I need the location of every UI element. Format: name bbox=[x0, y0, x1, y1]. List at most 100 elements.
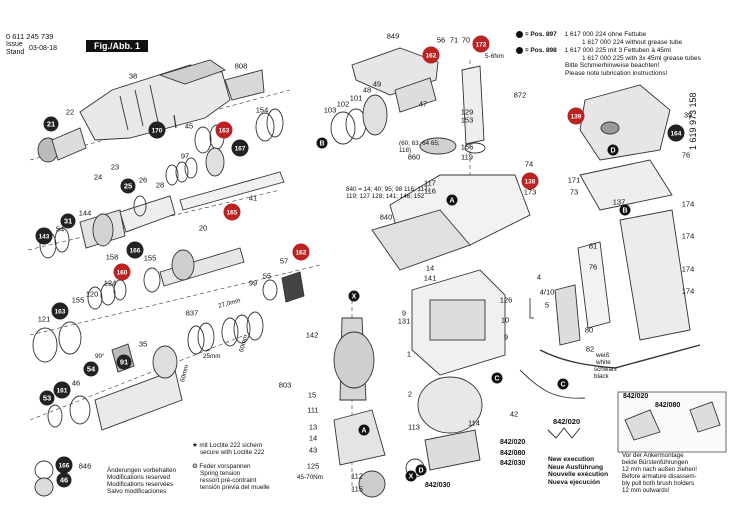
part-number-label: 24 bbox=[94, 173, 102, 182]
part-number-label: 846 bbox=[79, 462, 92, 471]
part-number-label: 1 bbox=[407, 350, 411, 359]
part-number-label: 141 bbox=[424, 274, 437, 283]
part-number-label: 803 bbox=[279, 381, 292, 390]
pos-842-stack: 842/020 842/080 842/030 bbox=[500, 438, 525, 470]
part-number-label: 73 bbox=[570, 188, 578, 197]
assembly-letter-label: C bbox=[494, 376, 499, 383]
part-number-label: 38 bbox=[129, 72, 137, 81]
part-number-label: 162 bbox=[296, 250, 307, 257]
part-callout: 48 bbox=[363, 86, 371, 95]
part-number-label: 102 bbox=[337, 100, 350, 109]
part-callout: 70 bbox=[462, 36, 470, 45]
torque-bottom: 45-70Nm bbox=[297, 474, 323, 481]
part-number-label: 81 bbox=[589, 242, 597, 251]
part-number-label: 26 bbox=[139, 176, 147, 185]
part-number-label: 35 bbox=[139, 340, 147, 349]
pos-842-080-stack: 842/080 bbox=[500, 449, 526, 457]
part-number-label: 121 bbox=[38, 315, 51, 324]
part-callout: 111 bbox=[307, 406, 318, 415]
new-execution-notes: New execution Neue Ausführung Nouvelle e… bbox=[548, 456, 609, 486]
part-callout: 57 bbox=[280, 257, 288, 266]
assembly-letter-label: B bbox=[319, 141, 324, 148]
part-number-label: 171 bbox=[568, 176, 581, 185]
grease-legend-item: = Pos. 897 1 617 000 224 ohne Fettube 1 … bbox=[516, 31, 682, 46]
grease-point-marker bbox=[292, 243, 310, 261]
part-callout: 76 bbox=[682, 151, 690, 160]
part-callout: 103 bbox=[324, 106, 337, 115]
part-callout: 49 bbox=[373, 80, 381, 89]
part-number-label: 163 bbox=[219, 128, 230, 135]
part-callout: 35 bbox=[139, 340, 147, 349]
part-callout: 31 bbox=[60, 213, 76, 229]
part-callout: 80 bbox=[585, 326, 593, 335]
part-callout: 143 bbox=[35, 227, 53, 245]
part-callout: 138 bbox=[521, 172, 539, 190]
part-number-label: 164 bbox=[671, 131, 682, 138]
part-number-label: 20 bbox=[199, 224, 207, 233]
part-callout: 76 bbox=[589, 263, 597, 272]
part-callout: 21 bbox=[43, 116, 59, 132]
part-callout: 113 bbox=[408, 423, 420, 432]
modification-notes: Änderungen vorbehalten Modifications res… bbox=[107, 467, 176, 495]
issue-date: 03-08-18 bbox=[29, 45, 58, 52]
part-number-label: 49 bbox=[373, 80, 381, 89]
part-callout: 46 bbox=[72, 379, 80, 388]
part-number-label: 156 bbox=[461, 143, 474, 152]
part-callout: 174 bbox=[682, 287, 695, 296]
part-number-label: 155 bbox=[72, 296, 85, 305]
part-number-label: 162 bbox=[426, 53, 437, 60]
part-number-label: 125 bbox=[307, 462, 320, 471]
dim-25mm: 25mm bbox=[203, 353, 221, 360]
grease-point-marker bbox=[35, 227, 53, 245]
part-callout: 158 bbox=[106, 253, 119, 262]
part-callout: 172 bbox=[472, 35, 490, 53]
part-number-label: 154 bbox=[256, 106, 269, 115]
assembly-letter-marker: C bbox=[557, 378, 569, 390]
part-number-label: 163 bbox=[55, 309, 66, 316]
part-number-label: 2 bbox=[408, 390, 412, 399]
part-number-label: 54 bbox=[87, 365, 96, 374]
part-callout: 165 bbox=[223, 203, 241, 221]
assembly-letter-marker: X bbox=[348, 290, 360, 302]
part-callout: 840 bbox=[380, 213, 393, 222]
star-icon: ★ bbox=[192, 442, 200, 449]
part-callout: 155 bbox=[144, 254, 157, 263]
part-number-label: 97 bbox=[181, 152, 189, 161]
part-callout: 155 bbox=[72, 296, 85, 305]
part-callout: 803 bbox=[279, 381, 292, 390]
part-number-label: 14 bbox=[309, 434, 317, 443]
part-callout: 162 bbox=[292, 243, 310, 261]
part-callout: 174 bbox=[682, 232, 695, 241]
wire-white: weiß white bbox=[596, 352, 611, 366]
part-number-label: 849 bbox=[387, 32, 400, 41]
part-number-label: 55 bbox=[263, 272, 271, 281]
part-number-label: 43 bbox=[309, 446, 317, 455]
grease-point-marker bbox=[472, 35, 490, 53]
part-number-label: 113 bbox=[408, 423, 420, 432]
assembly-letter-marker: D bbox=[415, 464, 427, 476]
part-callout: 112 bbox=[351, 472, 363, 481]
part-number-label: 138 bbox=[525, 179, 536, 186]
grease-point-marker bbox=[567, 107, 585, 125]
part-number-label: 114 bbox=[468, 419, 480, 428]
part-number-label: 54 bbox=[56, 225, 64, 234]
part-callout: 39 bbox=[684, 111, 692, 120]
part-callout: 4/10 bbox=[540, 288, 555, 297]
part-callout: 156 bbox=[461, 143, 474, 152]
assembly-letter-label: D bbox=[418, 468, 423, 475]
part-callout: 119 bbox=[461, 153, 473, 162]
part-callout: 141 bbox=[424, 274, 437, 283]
assembly-letter-label: A bbox=[361, 428, 366, 435]
part-callout: 46 bbox=[56, 472, 72, 488]
part-number-label: 31 bbox=[64, 217, 72, 226]
part-callout: 171 bbox=[568, 176, 581, 185]
part-callout: 114 bbox=[468, 419, 480, 428]
part-number-label: 160 bbox=[117, 270, 128, 277]
assembly-letter-marker: X bbox=[405, 470, 417, 482]
part-number-label: 5 bbox=[545, 301, 549, 310]
assembly-letter-marker: B bbox=[316, 137, 328, 149]
spec-set-840: 840 = 14; 40; 95; 98 116; 117; 119; 127 … bbox=[346, 186, 430, 200]
part-number-label: 172 bbox=[476, 42, 487, 49]
part-callout: 101 bbox=[350, 94, 363, 103]
part-number-label: 174 bbox=[682, 200, 695, 209]
